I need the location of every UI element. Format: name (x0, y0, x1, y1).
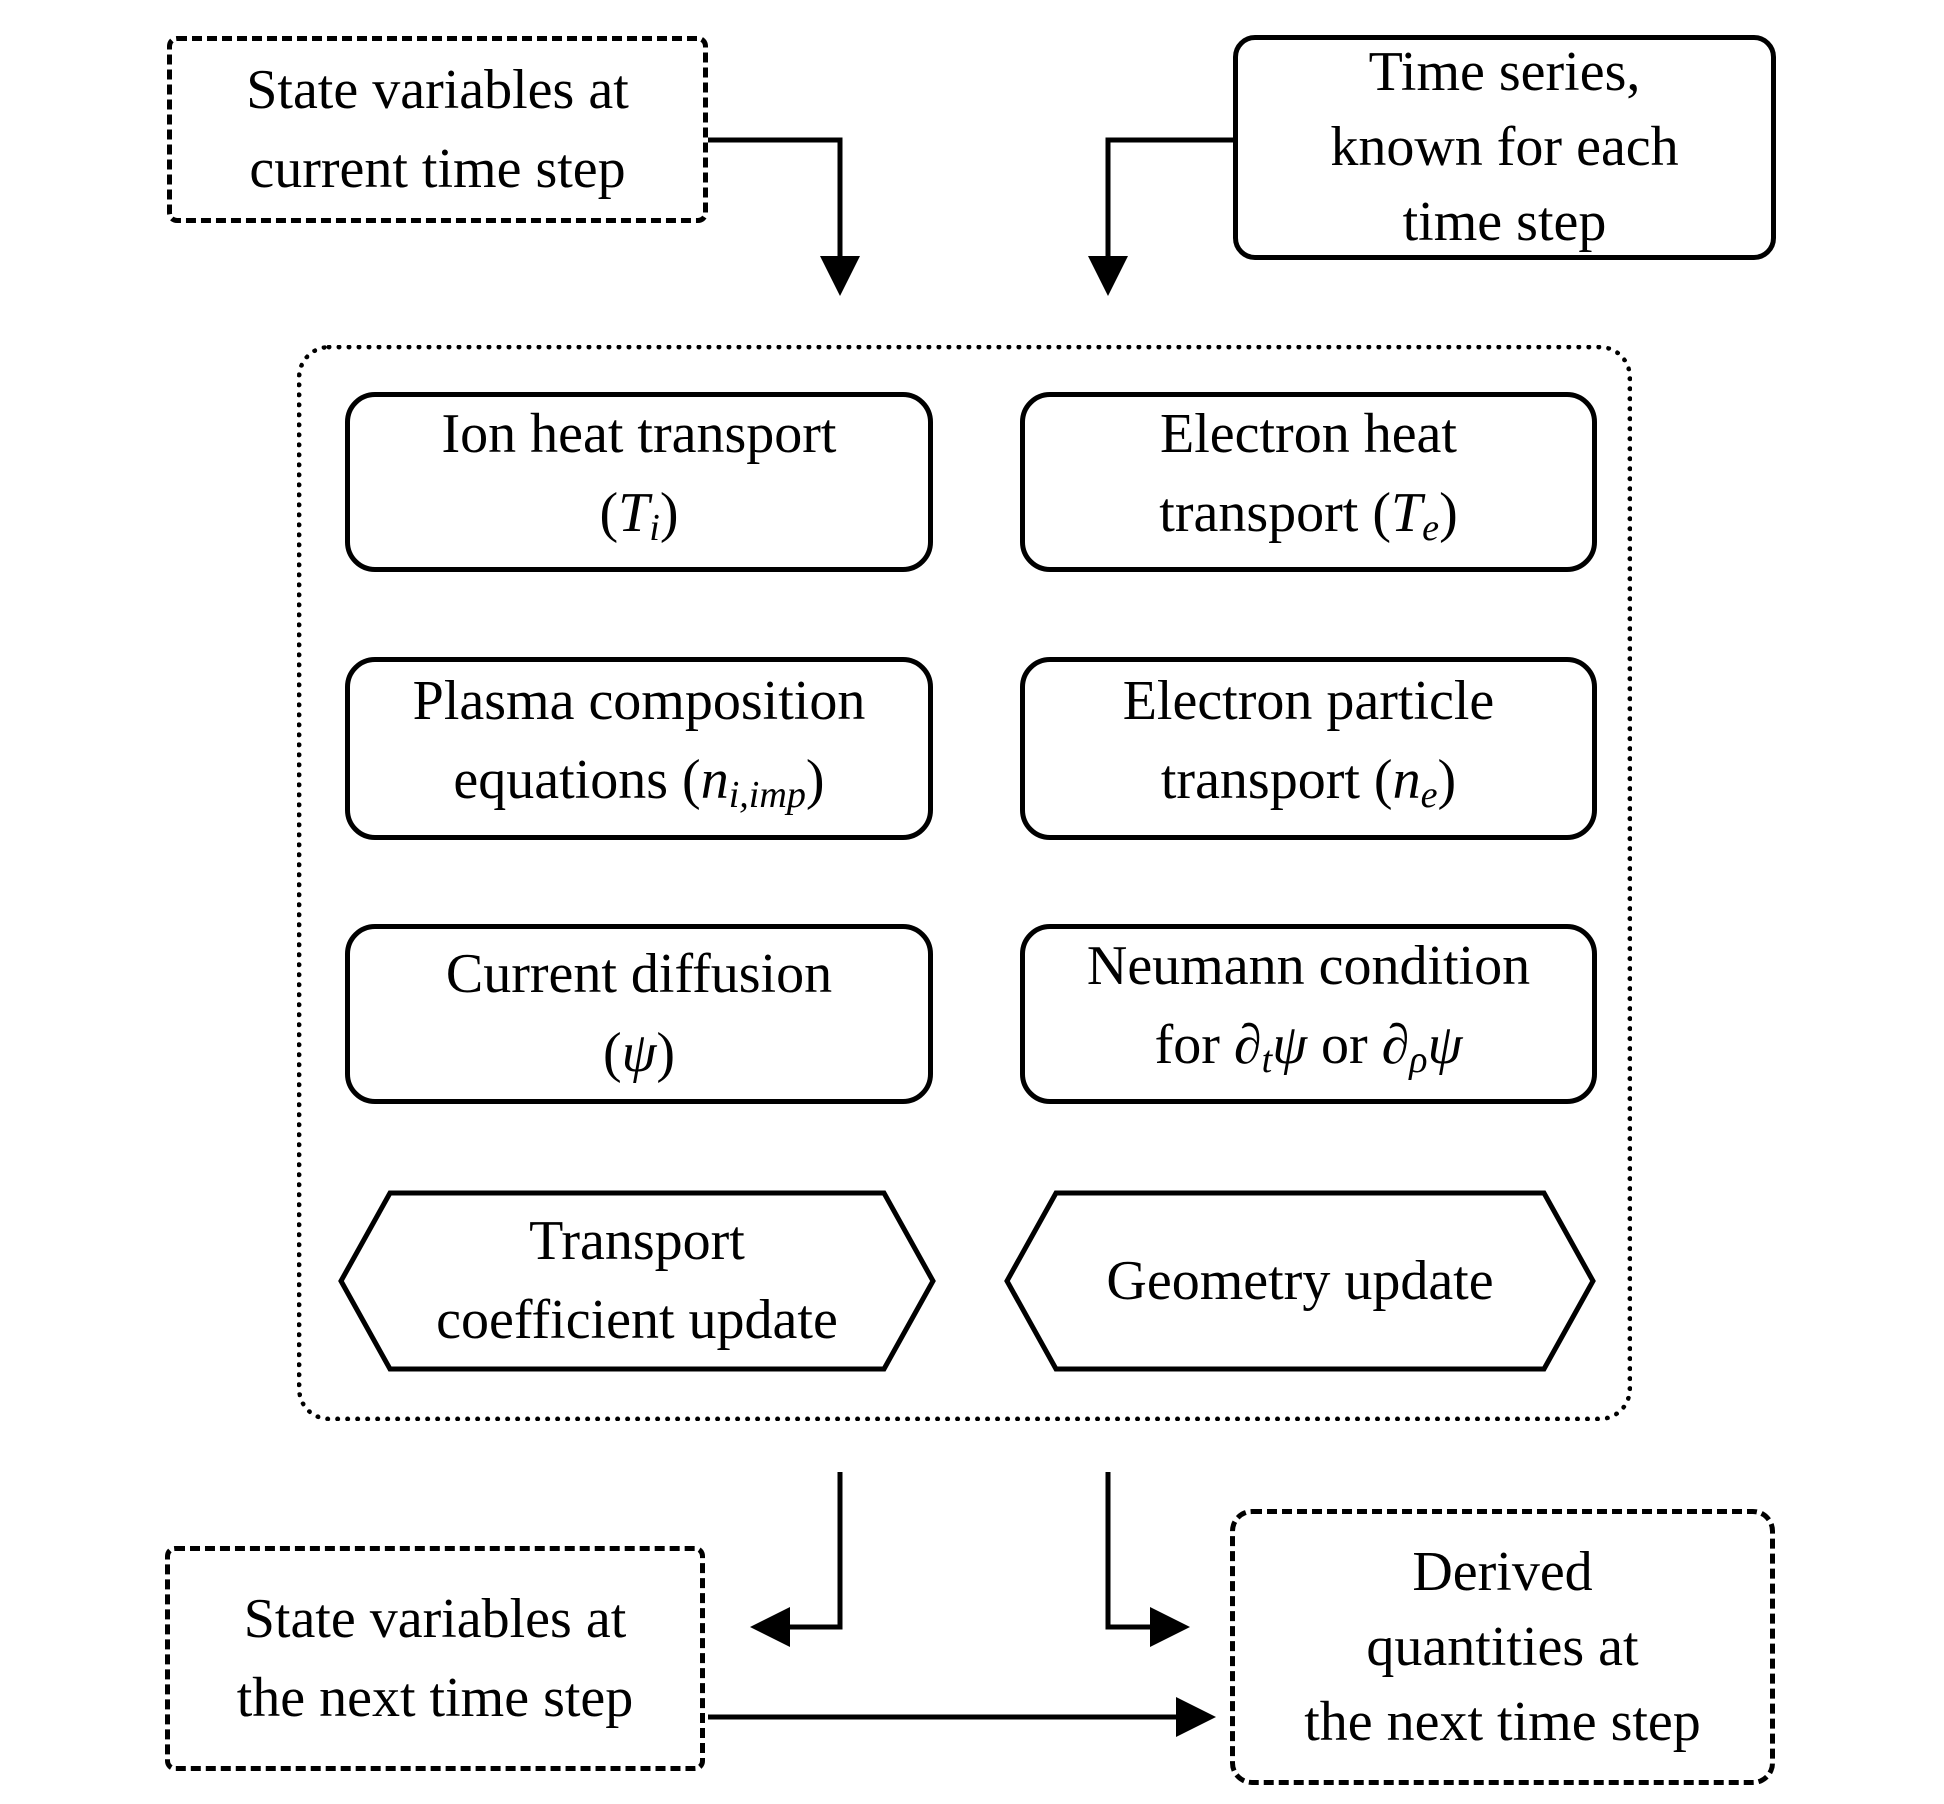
plasma-composition-box: Plasma composition equations (ni,imp) (345, 657, 933, 840)
arrow-solver-to-state-next (750, 1472, 843, 1647)
electron-heat-line2: transport (Te) (1159, 474, 1457, 568)
state-variables-next-box: State variables at the next time step (165, 1546, 705, 1771)
state-variables-next-line2: the next time step (236, 1666, 634, 1729)
paren: ) (1439, 482, 1458, 545)
state-variables-current-line2: current time step (249, 137, 626, 200)
current-diffusion-box: Current diffusion (ψ) (345, 924, 933, 1104)
hexagon-shape (1004, 1190, 1596, 1372)
paren: ( (599, 482, 619, 545)
neumann-condition-box: Neumann condition for ∂tψ or ∂ρψ (1020, 924, 1597, 1104)
time-series-line1: Time series, (1368, 41, 1641, 103)
electron-particle-line1: Electron particle (1122, 669, 1495, 732)
math-symbol: n (700, 748, 729, 811)
math-symbol: T (1391, 482, 1423, 545)
math-symbol: ψ (621, 1022, 657, 1084)
transport-coefficient-update-label: Transport coefficient update (338, 1190, 936, 1372)
derived-quantities-box: Derived quantities at the next time step (1230, 1509, 1775, 1785)
paren: ) (805, 748, 825, 811)
neumann-line2: for ∂tψ or ∂ρψ (1155, 1006, 1463, 1100)
paren: ) (659, 482, 679, 545)
neumann-line1: Neumann condition (1086, 935, 1531, 998)
hexagon-shape (338, 1190, 936, 1372)
solver-loop-container (297, 345, 1632, 1421)
transport-coefficient-update-hexagon: Transport coefficient update (338, 1190, 936, 1372)
paren: ) (656, 1022, 676, 1084)
ion-heat-transport-box: Ion heat transport (Ti) (345, 392, 933, 572)
arrow-time-series-to-solver (1088, 137, 1233, 296)
text: or (1306, 1014, 1382, 1077)
plasma-composition-line1: Plasma composition (412, 669, 866, 732)
arrow-solver-to-derived (1105, 1472, 1190, 1647)
time-series-line2: known for each (1330, 116, 1679, 178)
text: transport ( (1159, 482, 1391, 545)
psi-symbol: ψ (1427, 1014, 1463, 1077)
electron-particle-transport-box: Electron particle transport (ne) (1020, 657, 1597, 840)
transport-update-line1: Transport (529, 1210, 745, 1272)
math-subscript: t (1261, 1039, 1273, 1082)
math-symbol: T (618, 482, 650, 545)
electron-particle-line2: transport (ne) (1161, 741, 1456, 835)
paren: ) (1437, 748, 1457, 811)
text: equations ( (453, 748, 701, 811)
state-variables-current-box: State variables at current time step (167, 36, 708, 223)
derived-quantities-line1: Derived (1412, 1540, 1593, 1603)
time-series-line3: time step (1402, 191, 1607, 253)
arrow-state-current-to-solver (708, 137, 860, 296)
math-subscript: e (1420, 774, 1438, 817)
electron-heat-line1: Electron heat (1160, 403, 1457, 466)
state-variables-next-line1: State variables at (243, 1587, 627, 1650)
time-series-box: Time series, known for each time step (1233, 35, 1776, 260)
text: for (1154, 1014, 1234, 1077)
geometry-update-hexagon: Geometry update (1004, 1190, 1596, 1372)
partial-symbol: ∂ (1233, 1014, 1262, 1077)
derived-quantities-line2: quantities at (1366, 1615, 1639, 1678)
geometry-update-label: Geometry update (1004, 1190, 1596, 1372)
math-symbol: n (1392, 748, 1421, 811)
paren: ( (602, 1022, 622, 1084)
geometry-update-line1: Geometry update (1106, 1249, 1494, 1312)
math-subscript: i (649, 507, 660, 550)
partial-symbol: ∂ (1381, 1014, 1410, 1077)
math-subscript: e (1422, 507, 1440, 550)
derived-quantities-line3: the next time step (1304, 1690, 1701, 1753)
math-subscript: i,imp (728, 774, 806, 817)
electron-heat-transport-box: Electron heat transport (Te) (1020, 392, 1597, 572)
text: transport ( (1160, 748, 1393, 811)
state-variables-current-line1: State variables at (246, 58, 629, 121)
psi-symbol: ψ (1272, 1014, 1307, 1077)
ion-heat-line1: Ion heat transport (441, 403, 837, 466)
plasma-composition-line2: equations (ni,imp) (453, 741, 824, 835)
math-subscript: ρ (1409, 1039, 1428, 1082)
transport-update-line2: coefficient update (436, 1289, 838, 1351)
current-diffusion-line1: Current diffusion (445, 943, 833, 1005)
ion-heat-line2: (Ti) (599, 474, 678, 568)
current-diffusion-line2: (ψ) (603, 1014, 675, 1093)
